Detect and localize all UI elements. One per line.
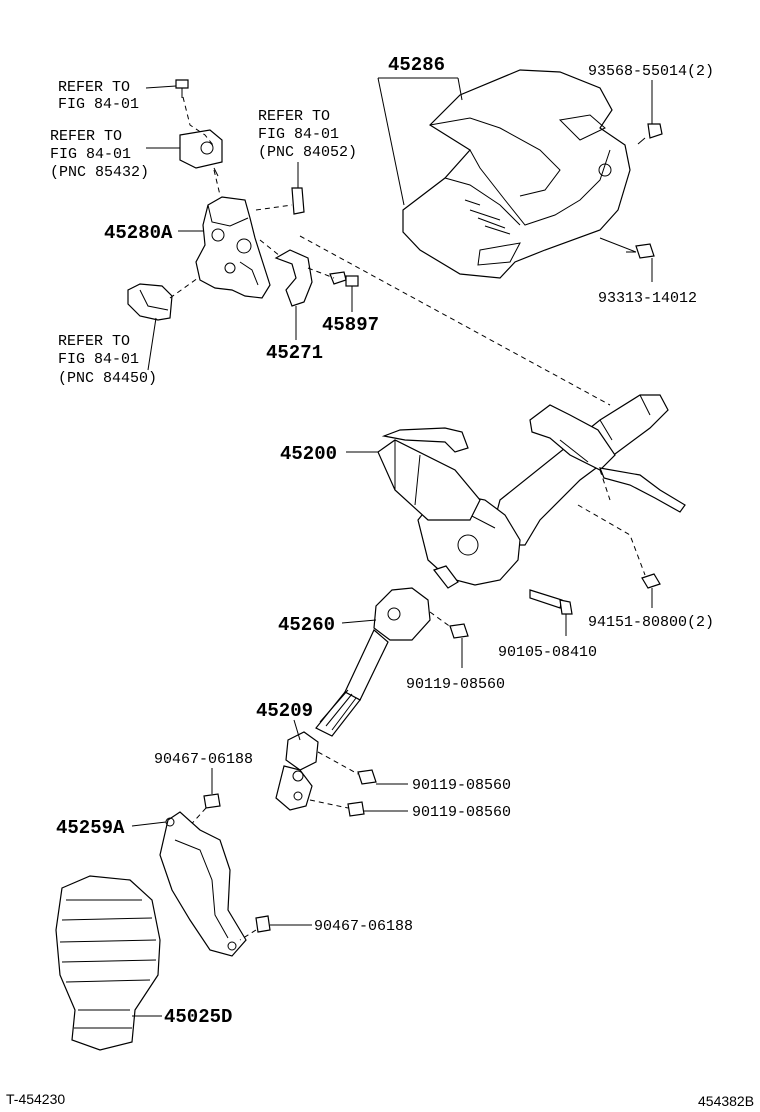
refer-top-line1: REFER TO	[58, 79, 130, 96]
refer-85432-line2: FIG 84-01	[50, 146, 131, 163]
refer-84450-line1: REFER TO	[58, 333, 130, 350]
refer-84052-line3: (PNC 84052)	[258, 144, 357, 161]
footer-codes: T-454230 454382B	[6, 1091, 754, 1109]
leader-lines	[131, 77, 653, 1017]
refer-85432-line3: (PNC 85432)	[50, 164, 149, 181]
clip-90467-a-drawing	[203, 793, 221, 809]
part-45897-label: 45897	[322, 314, 379, 336]
hole-cover-drawing	[159, 811, 247, 957]
refer-84450-line3: (PNC 84450)	[58, 370, 157, 387]
part-90119-a-label: 90119-08560	[406, 676, 505, 693]
footer-left-code: T-454230	[6, 1091, 65, 1107]
part-45271-label: 45271	[266, 342, 323, 364]
bolt-90105-drawing	[529, 589, 573, 615]
key-cylinder-drawing	[174, 129, 223, 177]
part-45025D-label: 45025D	[164, 1006, 232, 1028]
assembly-dash-line-45260	[429, 611, 453, 629]
part-90119-b-label: 90119-08560	[412, 777, 511, 794]
part-45209-label: 45209	[256, 700, 313, 722]
footer-right-code: 454382B	[698, 1093, 754, 1109]
part-45260-label: 45260	[278, 614, 335, 636]
bolt-45897-drawing	[329, 271, 359, 287]
part-94151-label: 94151-80800(2)	[588, 614, 714, 631]
refer-85432-line1: REFER TO	[50, 128, 122, 145]
column-cover-drawing	[402, 69, 631, 279]
clip-90467-b-drawing	[255, 915, 271, 933]
part-90467-b-label: 90467-06188	[314, 918, 413, 935]
part-93568-label: 93568-55014(2)	[588, 63, 714, 80]
clamp-45271-drawing	[274, 249, 313, 307]
refer-84052-line1: REFER TO	[258, 108, 330, 125]
bolt-90119-b-drawing	[357, 769, 377, 785]
reference-labels: REFER TO FIG 84-01 REFER TO FIG 84-01 (P…	[50, 79, 357, 387]
universal-joint-drawing	[275, 731, 319, 811]
assembly-dash-lines-top	[169, 96, 611, 406]
intermediate-shaft-drawing	[315, 587, 431, 737]
steering-column-drawing	[377, 394, 686, 589]
part-90467-a-label: 90467-06188	[154, 751, 253, 768]
part-45286-label: 45286	[388, 54, 445, 76]
refer-84450-line2: FIG 84-01	[58, 351, 139, 368]
part-90105-label: 90105-08410	[498, 644, 597, 661]
bolt-90119-c-drawing	[347, 801, 365, 817]
screw-93568-drawing	[637, 123, 663, 145]
part-90119-c-label: 90119-08560	[412, 804, 511, 821]
assembly-dash-lines-45209	[309, 751, 359, 809]
part-45280A-label: 45280A	[104, 222, 173, 244]
part-number-labels: 45286 93568-55014(2) 93313-14012 45280A …	[56, 54, 714, 1028]
bolt-90119-a-drawing	[449, 623, 469, 639]
boot-drawing	[55, 875, 161, 1051]
refer-top-line2: FIG 84-01	[58, 96, 139, 113]
part-45259A-label: 45259A	[56, 817, 125, 839]
nut-94151-drawing	[641, 573, 661, 589]
refer-84052-line2: FIG 84-01	[258, 126, 339, 143]
connector-84052-drawing	[291, 187, 305, 215]
assembly-dash-lines-column	[577, 469, 646, 576]
assembly-dash-line-clip-b	[239, 929, 257, 941]
screw-93313-drawing	[626, 243, 655, 259]
refer-top-screw-drawing	[175, 79, 189, 98]
transponder-coil-84450-drawing	[127, 283, 173, 321]
part-45200-label: 45200	[280, 443, 337, 465]
assembly-dash-line-clip-a	[185, 807, 207, 831]
lock-housing-drawing	[195, 196, 271, 299]
part-93313-label: 93313-14012	[598, 290, 697, 307]
